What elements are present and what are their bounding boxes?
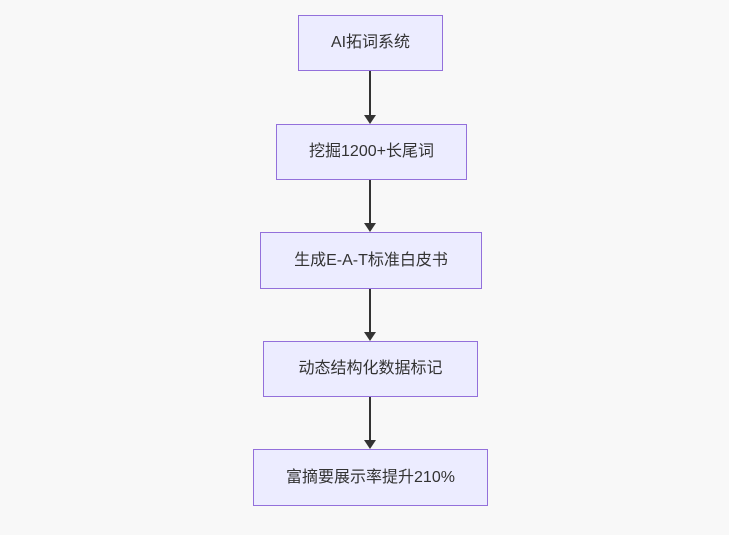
flow-node-ai-word-expansion-system: AI拓词系统 [298, 15, 443, 71]
flow-node-label: 挖掘1200+长尾词 [309, 143, 434, 161]
flow-node-mine-long-tail-keywords: 挖掘1200+长尾词 [276, 124, 467, 180]
edge-line-3 [369, 289, 371, 333]
edge-line-4 [369, 397, 371, 441]
flow-node-rich-snippet-rate-increase: 富摘要展示率提升210% [253, 449, 488, 506]
arrow-down-icon [364, 223, 376, 232]
edge-line-1 [369, 71, 371, 116]
flow-node-label: 富摘要展示率提升210% [286, 468, 455, 486]
arrow-down-icon [364, 440, 376, 449]
flow-node-generate-eat-whitepaper: 生成E-A-T标准白皮书 [260, 232, 482, 289]
arrow-down-icon [364, 115, 376, 124]
arrow-down-icon [364, 332, 376, 341]
flow-node-label: 动态结构化数据标记 [298, 360, 443, 378]
flow-node-label: 生成E-A-T标准白皮书 [294, 251, 448, 269]
flow-node-label: AI拓词系统 [330, 34, 411, 52]
flow-node-dynamic-structured-data-markup: 动态结构化数据标记 [263, 341, 478, 397]
edge-line-2 [369, 180, 371, 224]
